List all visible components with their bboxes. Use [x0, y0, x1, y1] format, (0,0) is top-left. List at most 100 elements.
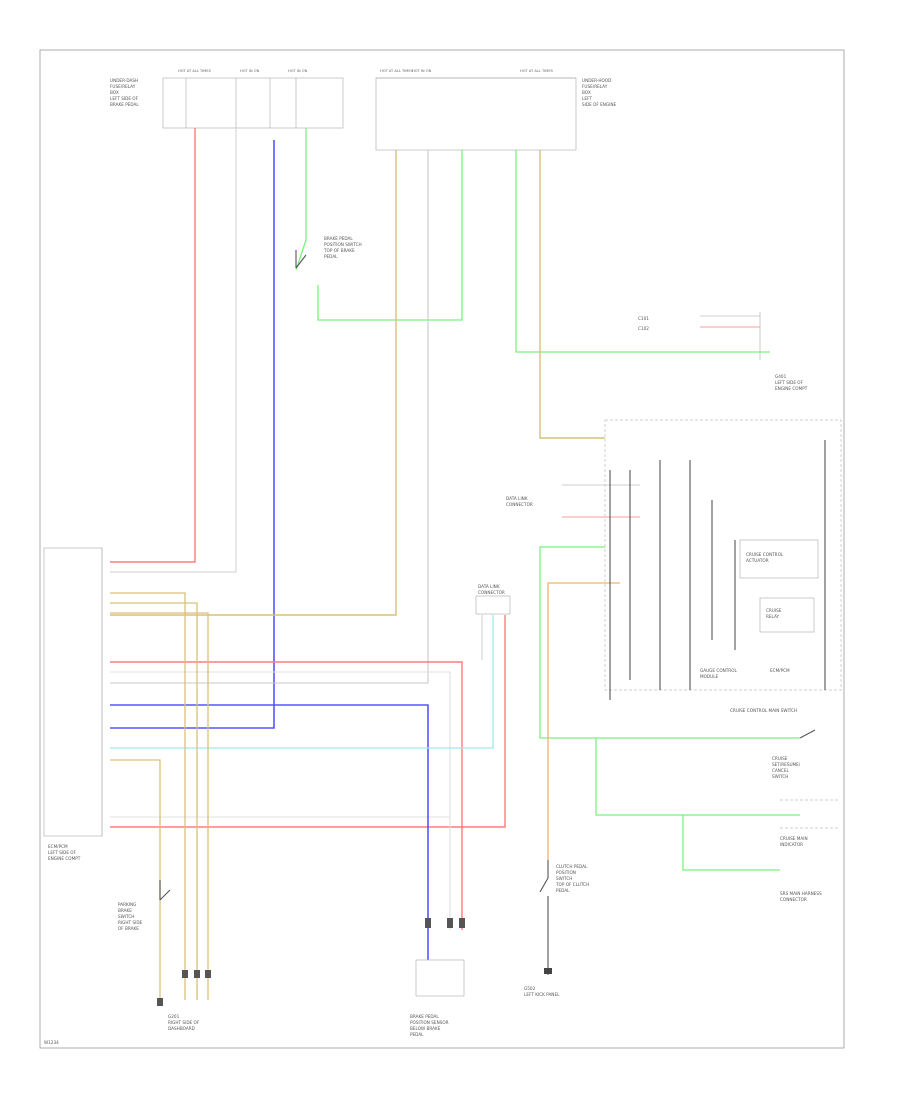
under-dash-fuse-box: UNDER-DASH FUSE/RELAY BOX LEFT SIDE OF B…	[110, 69, 344, 129]
wire-tan-2	[539, 150, 605, 439]
footer-code: W1234	[44, 1040, 59, 1045]
svg-text:DASHBOARD: DASHBOARD	[168, 1026, 195, 1031]
svg-text:CRUISE MAIN: CRUISE MAIN	[780, 836, 808, 841]
wire-orange-1	[547, 582, 620, 860]
svg-text:SIDE OF ENGINE: SIDE OF ENGINE	[582, 102, 617, 107]
svg-text:INDICATOR: INDICATOR	[780, 842, 803, 847]
svg-text:LEFT KICK PANEL: LEFT KICK PANEL	[524, 992, 560, 997]
wire-tan-4	[110, 602, 198, 1000]
svg-text:CRUISE CONTROL: CRUISE CONTROL	[746, 552, 784, 557]
cruise-main-switch: CRUISE CONTROL MAIN SWITCH CRUISE SET/RE…	[730, 708, 840, 902]
svg-text:BRAKE: BRAKE	[118, 908, 132, 913]
clutch-switch: CLUTCH PEDAL POSITION SWITCH TOP OF CLUT…	[524, 860, 589, 997]
diagram-frame	[39, 49, 845, 1049]
svg-text:HOT AT ALL TIMES: HOT AT ALL TIMES	[380, 69, 414, 73]
svg-text:BOX: BOX	[582, 90, 591, 95]
svg-text:GAUGE CONTROL: GAUGE CONTROL	[700, 668, 738, 673]
svg-text:CONNECTOR: CONNECTOR	[506, 502, 533, 507]
wire-green-5	[595, 738, 800, 816]
svg-text:MODULE: MODULE	[700, 674, 719, 679]
svg-text:BELOW BRAKE: BELOW BRAKE	[410, 1026, 441, 1031]
svg-text:DATA LINK: DATA LINK	[478, 584, 500, 589]
svg-text:C101: C101	[638, 316, 649, 321]
wire-blue-1	[110, 140, 275, 729]
svg-text:ENGINE COMPT: ENGINE COMPT	[775, 386, 808, 391]
wire-blue-2	[110, 704, 429, 960]
svg-text:PEDAL: PEDAL	[324, 254, 338, 259]
bottom-mid-module: BRAKE PEDAL POSITION SENSOR BELOW BRAKE …	[410, 959, 465, 1037]
svg-text:G201: G201	[168, 1014, 180, 1019]
svg-text:LEFT SIDE OF: LEFT SIDE OF	[48, 850, 77, 855]
svg-text:ECM/PCM: ECM/PCM	[48, 844, 68, 849]
svg-text:SWITCH: SWITCH	[772, 774, 788, 779]
brake-switch: BRAKE PEDAL POSITION SWITCH TOP OF BRAKE…	[295, 236, 362, 269]
svg-text:POSITION SWITCH: POSITION SWITCH	[324, 242, 362, 247]
data-link-connector: DATA LINK CONNECTOR	[475, 584, 511, 615]
ecm-pcm-block: ECM/PCM LEFT SIDE OF ENGINE COMPT	[43, 547, 103, 861]
svg-text:G401: G401	[775, 374, 787, 379]
svg-text:LEFT: LEFT	[582, 96, 592, 101]
wire-gray-2	[110, 150, 429, 684]
svg-text:PEDAL: PEDAL	[556, 888, 570, 893]
wire-green-2	[317, 150, 463, 321]
svg-text:HOT AT ALL TIMES: HOT AT ALL TIMES	[520, 69, 554, 73]
svg-text:LEFT SIDE OF: LEFT SIDE OF	[775, 380, 804, 385]
svg-text:HOT IN ON: HOT IN ON	[288, 69, 308, 73]
wire-red-2	[110, 661, 463, 930]
svg-text:TOP OF BRAKE: TOP OF BRAKE	[323, 248, 355, 253]
svg-text:TOP OF CLUTCH: TOP OF CLUTCH	[555, 882, 589, 887]
svg-text:C102: C102	[638, 326, 649, 331]
wire-gray-3	[110, 671, 451, 930]
svg-text:G502: G502	[524, 986, 536, 991]
svg-text:BRAKE PEDAL: BRAKE PEDAL	[410, 1014, 439, 1019]
svg-text:ECM/PCM: ECM/PCM	[770, 668, 790, 673]
svg-text:BRAKE PEDAL: BRAKE PEDAL	[110, 102, 139, 107]
svg-text:CONNECTOR: CONNECTOR	[780, 897, 807, 902]
wire-green-1	[295, 128, 307, 271]
svg-text:CRUISE: CRUISE	[772, 756, 788, 761]
wire-green-3	[515, 150, 770, 353]
parking-brake-switch: PARKING BRAKE SWITCH RIGHT SIDE OF BRAKE…	[118, 880, 200, 1031]
cruise-module-area: CRUISE CONTROL ACTUATOR CRUISE RELAY GAU…	[604, 419, 842, 700]
svg-text:ACTUATOR: ACTUATOR	[746, 558, 769, 563]
wire-gray-1	[110, 128, 237, 573]
svg-text:CRUISE CONTROL MAIN SWITCH: CRUISE CONTROL MAIN SWITCH	[730, 708, 797, 713]
svg-text:SWITCH: SWITCH	[118, 914, 134, 919]
svg-text:ENGINE COMPT: ENGINE COMPT	[48, 856, 81, 861]
svg-text:RIGHT SIDE: RIGHT SIDE	[118, 920, 143, 925]
svg-text:SWITCH: SWITCH	[556, 876, 572, 881]
wire-tan-5	[110, 612, 209, 1000]
svg-text:CONNECTOR: CONNECTOR	[478, 590, 505, 595]
right-top-connector: C101 C102 G401 LEFT SIDE OF ENGINE COMPT	[638, 312, 808, 391]
svg-text:HOT AT ALL TIMES: HOT AT ALL TIMES	[178, 69, 212, 73]
bottom-connectors	[157, 918, 465, 1006]
svg-text:RELAY: RELAY	[766, 614, 780, 619]
wire-red-3	[110, 615, 506, 828]
wire-cyan-1	[110, 615, 494, 749]
svg-text:HOT IN ON: HOT IN ON	[240, 69, 260, 73]
svg-text:RIGHT SIDE OF: RIGHT SIDE OF	[168, 1020, 200, 1025]
svg-text:SRS MAIN HARNESS: SRS MAIN HARNESS	[780, 891, 822, 896]
svg-text:HOT IN ON: HOT IN ON	[412, 69, 432, 73]
svg-text:CANCEL: CANCEL	[772, 768, 789, 773]
wire-green-6	[682, 815, 780, 871]
svg-text:UNDER-HOOD: UNDER-HOOD	[582, 78, 611, 83]
wire-red-1	[110, 128, 196, 563]
svg-text:POSITION SENSOR: POSITION SENSOR	[410, 1020, 449, 1025]
wire-tan-6	[110, 759, 161, 1000]
mid-right-connector-labels: DATA LINK CONNECTOR	[506, 496, 533, 507]
svg-text:PEDAL: PEDAL	[410, 1032, 424, 1037]
svg-text:DATA LINK: DATA LINK	[506, 496, 528, 501]
wire-tan-3	[110, 592, 186, 1000]
svg-text:CRUISE: CRUISE	[766, 608, 782, 613]
svg-text:FUSE/RELAY: FUSE/RELAY	[110, 84, 136, 89]
svg-text:UNDER-DASH: UNDER-DASH	[110, 78, 138, 83]
wire-green-4	[539, 546, 800, 739]
svg-text:BOX: BOX	[110, 90, 119, 95]
svg-text:SET/RESUME/: SET/RESUME/	[772, 762, 801, 767]
svg-text:PARKING: PARKING	[118, 902, 136, 907]
wire-tan-1	[110, 150, 397, 616]
under-hood-fuse-box: UNDER-HOOD FUSE/RELAY BOX LEFT SIDE OF E…	[375, 69, 617, 151]
svg-text:OF BRAKE: OF BRAKE	[118, 926, 139, 931]
